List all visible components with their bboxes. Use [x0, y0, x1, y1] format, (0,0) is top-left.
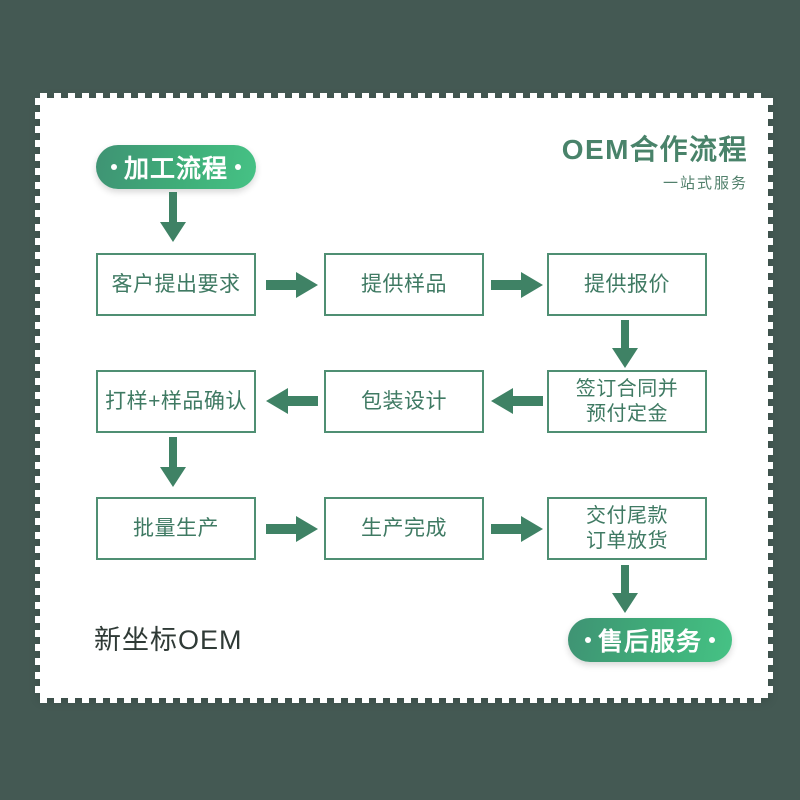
- flow-box-final-payment-release: 交付尾款 订单放货: [547, 497, 707, 560]
- arrow-right-icon: [266, 272, 318, 298]
- flow-box-production-complete: 生产完成: [324, 497, 484, 560]
- flow-box-label-line1: 交付尾款: [586, 505, 668, 528]
- arrow-down-icon: [612, 320, 638, 368]
- arrow-down-icon: [160, 437, 186, 487]
- badge-aftersales-label: 售后服务: [597, 628, 702, 656]
- card-notch-left: [35, 98, 40, 698]
- flow-box-sign-contract-deposit: 签订合同并 预付定金: [547, 370, 707, 433]
- brand-name: 新坐标OEM: [94, 625, 243, 655]
- flow-box-label-line2: 订单放货: [586, 529, 668, 552]
- arrow-down-icon: [160, 192, 186, 242]
- flow-box-label: 提供样品: [361, 272, 447, 296]
- page-title: OEM合作流程: [561, 134, 748, 165]
- arrow-right-icon: [266, 516, 318, 542]
- flow-box-customer-request: 客户提出要求: [96, 253, 256, 316]
- arrow-right-icon: [491, 272, 543, 298]
- flow-box-mass-production: 批量生产: [96, 497, 256, 560]
- bullet-dot-icon: [235, 164, 241, 170]
- flow-box-label: 包装设计: [361, 389, 447, 413]
- card-notch-bottom: [40, 698, 768, 703]
- flow-box-label: 客户提出要求: [111, 272, 241, 296]
- flow-box-package-design: 包装设计: [324, 370, 484, 433]
- flow-box-provide-quote: 提供报价: [547, 253, 707, 316]
- flow-box-sample-confirm: 打样+样品确认: [96, 370, 256, 433]
- flow-box-label-line2: 预付定金: [586, 402, 668, 425]
- flow-box-label: 打样+样品确认: [105, 389, 247, 413]
- arrow-right-icon: [491, 516, 543, 542]
- card-notch-top: [40, 93, 768, 98]
- bullet-dot-icon: [110, 164, 117, 170]
- flow-box-label: 提供报价: [584, 272, 670, 296]
- flow-box-provide-sample: 提供样品: [324, 253, 484, 316]
- flow-box-label: 批量生产: [133, 516, 219, 540]
- badge-process-label: 加工流程: [123, 155, 228, 183]
- bullet-dot-icon: [709, 637, 715, 643]
- flow-box-label-line1: 签订合同并: [575, 378, 679, 401]
- badge-process: 加工流程: [96, 145, 256, 189]
- page-subtitle: 一站式服务: [662, 175, 748, 192]
- card-notch-right: [768, 98, 773, 698]
- arrow-left-icon: [266, 388, 318, 414]
- bullet-dot-icon: [584, 637, 591, 643]
- badge-aftersales: 售后服务: [568, 618, 732, 662]
- flow-box-label: 生产完成: [361, 516, 447, 540]
- arrow-left-icon: [491, 388, 543, 414]
- arrow-down-icon: [612, 565, 638, 613]
